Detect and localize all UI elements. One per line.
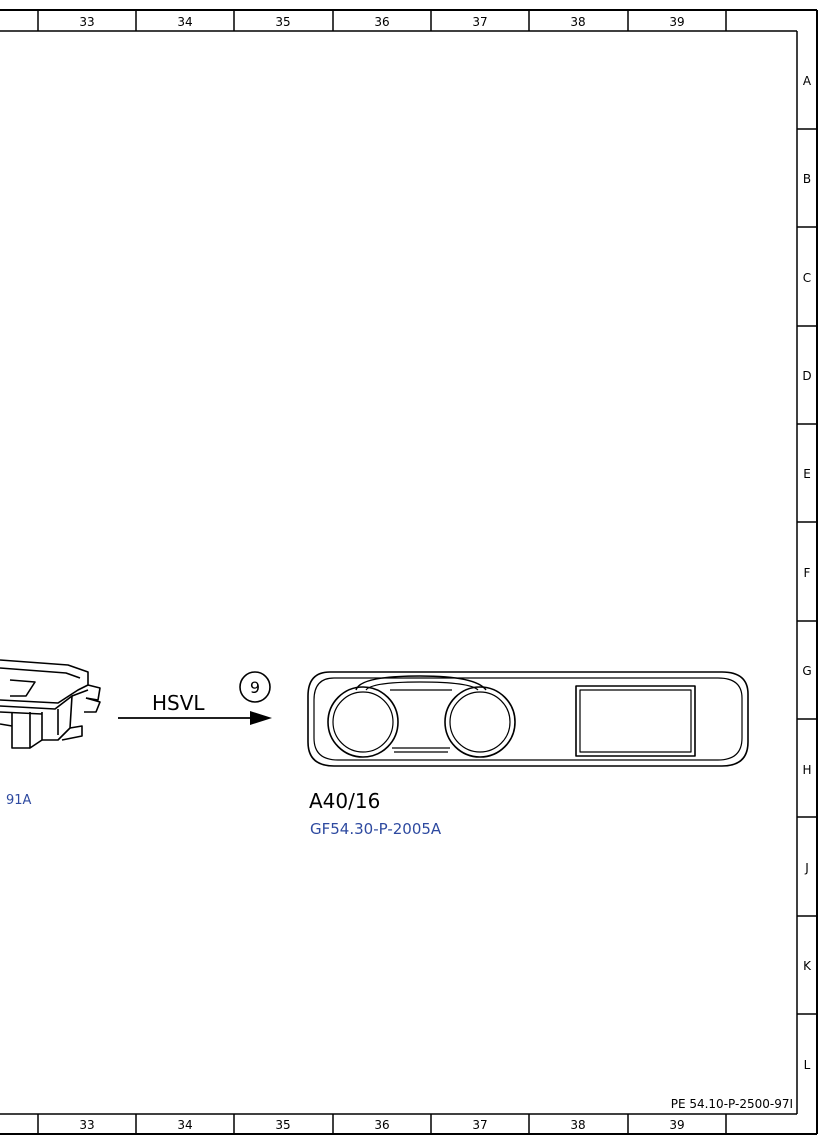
row-label: B [803,172,811,186]
row-label: G [802,664,811,678]
col-label: 33 [79,1118,94,1132]
row-label: H [802,763,811,777]
col-label: 34 [177,15,192,29]
row-label: L [804,1058,811,1072]
row-label: J [804,861,809,875]
col-label: 33 [79,15,94,29]
row-dividers [797,128,817,1015]
hsvl-connection: HSVL 9 [118,671,272,725]
connection-number: 9 [250,678,260,697]
col-label: 38 [570,15,585,29]
component-designation: A40/16 [309,789,380,813]
row-label: D [802,369,811,383]
row-labels: A B C D E F G H J K L [802,74,812,1072]
left-component-reference: 91A [6,793,32,808]
col-label: 37 [472,15,487,29]
col-label: 36 [374,15,389,29]
col-label: 38 [570,1118,585,1132]
row-label: C [803,271,811,285]
left-control-unit-drawing [0,659,101,749]
col-label: 37 [472,1118,487,1132]
col-label: 35 [275,1118,290,1132]
col-label: 39 [669,15,684,29]
document-number: PE 54.10-P-2500-97I [671,1097,793,1111]
col-label: 34 [177,1118,192,1132]
instrument-cluster-drawing [307,671,749,767]
component-reference: GF54.30-P-2005A [310,820,442,838]
row-label: F [804,566,811,580]
column-labels-bottom: 33 34 35 36 37 38 39 [79,1118,684,1132]
connection-number-circle [239,671,271,703]
column-dividers [37,10,727,1134]
bus-label-hsvl: HSVL [152,691,205,715]
arrow-head-icon [250,711,272,725]
row-label: E [803,467,811,481]
col-label: 39 [669,1118,684,1132]
sheet-frame [0,9,818,1135]
col-label: 35 [275,15,290,29]
row-label: K [803,959,812,973]
col-label: 36 [374,1118,389,1132]
row-label: A [803,74,812,88]
column-labels-top: 33 34 35 36 37 38 39 [79,15,684,29]
